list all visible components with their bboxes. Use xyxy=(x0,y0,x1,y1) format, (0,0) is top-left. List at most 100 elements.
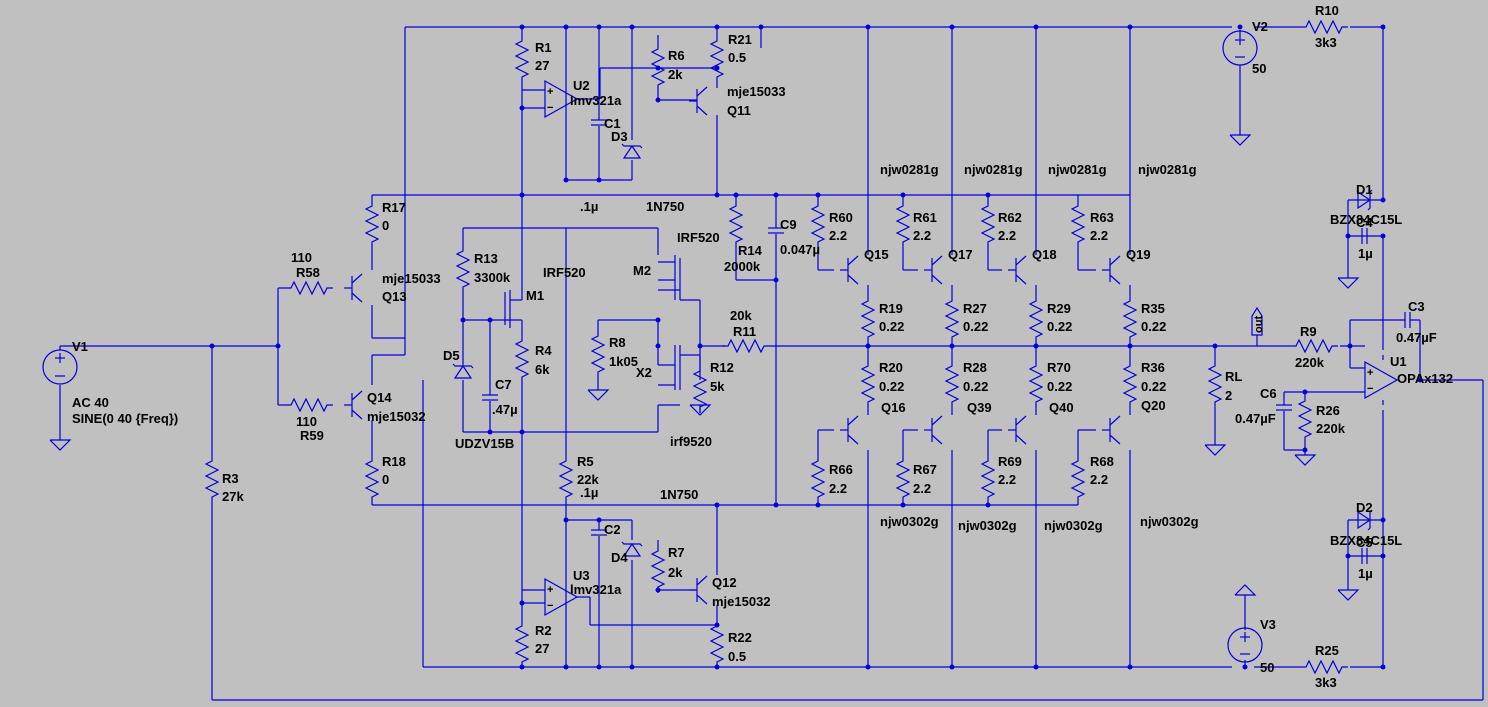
value-R66: 2.2 xyxy=(829,481,847,496)
part-Q12: mje15032 xyxy=(712,594,771,609)
value-R25: 3k3 xyxy=(1315,675,1337,690)
part-Q40: njw0302g xyxy=(1044,518,1103,533)
value-R62: 2.2 xyxy=(998,228,1016,243)
ground-symbol xyxy=(1229,134,1251,146)
label-Q17: Q17 xyxy=(948,247,973,262)
resistor-R63 xyxy=(1071,199,1085,249)
resistor-R4 xyxy=(515,334,529,384)
value-R18: 0 xyxy=(382,472,389,487)
part-D2: BZX84C15L xyxy=(1330,533,1402,548)
transistor-Q13 xyxy=(343,273,363,303)
part-U1: OPAx132 xyxy=(1397,371,1453,386)
value-C6: 0.47µF xyxy=(1235,411,1276,426)
value-R5: 22k xyxy=(577,472,599,487)
label-C6: C6 xyxy=(1260,386,1277,401)
value-R21: 0.5 xyxy=(728,50,746,65)
label-R5: R5 xyxy=(577,454,594,469)
label-R63: R63 xyxy=(1090,210,1114,225)
value-R59: 110 xyxy=(296,414,317,429)
label-R67: R67 xyxy=(913,462,937,477)
label-R59: R59 xyxy=(300,428,324,443)
label-R60: R60 xyxy=(829,210,853,225)
resistor-R35 xyxy=(1123,294,1137,344)
label-R22: R22 xyxy=(728,630,752,645)
transistor-Q20 xyxy=(1101,415,1121,445)
label-R14: R14 xyxy=(738,243,763,258)
resistor-R19 xyxy=(861,294,875,344)
label-R18: R18 xyxy=(382,454,406,469)
resistor-R11 xyxy=(721,339,771,353)
label-D5: D5 xyxy=(443,348,460,363)
resistor-R20 xyxy=(861,359,875,409)
capacitor-C3 xyxy=(1404,311,1411,329)
label-R10: R10 xyxy=(1315,3,1339,18)
value-R4: 6k xyxy=(535,362,550,377)
part-D3: 1N750 xyxy=(646,199,684,214)
value-R29: 0.22 xyxy=(1047,319,1072,334)
value-R63: 2.2 xyxy=(1090,228,1108,243)
part-M2: IRF520 xyxy=(677,230,720,245)
label-C3: C3 xyxy=(1408,299,1425,314)
label-Q11: Q11 xyxy=(727,103,751,118)
resistor-R14 xyxy=(729,199,743,249)
value-R13: 3300k xyxy=(474,270,511,285)
part-Q39: njw0302g xyxy=(958,518,1017,533)
resistor-R62 xyxy=(981,199,995,249)
label-R6: R6 xyxy=(668,48,685,63)
value-C3: 0.47µF xyxy=(1396,330,1437,345)
label-R69: R69 xyxy=(998,454,1022,469)
label-R1: R1 xyxy=(535,40,552,55)
resistor-R13 xyxy=(456,244,470,294)
transistor-Q18 xyxy=(1007,255,1027,285)
value-RL: 2 xyxy=(1225,388,1232,403)
value-R26: 220k xyxy=(1316,421,1346,436)
resistor-R66 xyxy=(811,454,825,504)
resistor-R2 xyxy=(515,619,529,669)
value-R17: 0 xyxy=(382,218,389,233)
zener-D3 xyxy=(621,143,643,159)
value-V3: 50 xyxy=(1260,660,1274,675)
value-R12: 5k xyxy=(710,379,725,394)
value-R3: 27k xyxy=(222,489,244,504)
capacitor-C6 xyxy=(1275,404,1293,411)
mosfet-M2 xyxy=(658,255,681,300)
value-C9: 0.047µ xyxy=(780,242,820,257)
value-C5: 1µ xyxy=(1358,566,1373,581)
mosfet-M1 xyxy=(504,290,522,328)
transistor-Q12 xyxy=(688,575,708,605)
label-R20: R20 xyxy=(879,360,903,375)
value-R20: 0.22 xyxy=(879,379,904,394)
value-R7: 2k xyxy=(668,565,683,580)
label-C1: C1 xyxy=(604,116,621,131)
label-V1: V1 xyxy=(72,339,88,354)
label-C4: C4 xyxy=(1356,215,1373,230)
value-C4: 1µ xyxy=(1358,246,1373,261)
label-D4: D4 xyxy=(611,550,628,565)
label-R17: R17 xyxy=(382,200,406,215)
value-C7: .47µ xyxy=(492,402,518,417)
resistor-R10 xyxy=(1299,20,1349,34)
ground-symbol xyxy=(1294,454,1316,466)
ground-symbol xyxy=(587,389,609,401)
label-R66: R66 xyxy=(829,462,853,477)
resistor-R70 xyxy=(1029,359,1043,409)
resistor-R28 xyxy=(945,359,959,409)
label-R8: R8 xyxy=(609,335,626,350)
label-D3: D3 xyxy=(611,129,628,144)
value-R2: 27 xyxy=(535,641,549,656)
label-C5: C5 xyxy=(1356,535,1373,550)
label-C7: C7 xyxy=(495,377,512,392)
label-R70: R70 xyxy=(1047,360,1071,375)
part-Q15: njw0281g xyxy=(880,162,939,177)
net-flag-out xyxy=(1251,306,1263,336)
resistor-R68 xyxy=(1071,454,1085,504)
label-R13: R13 xyxy=(474,251,498,266)
value-R61: 2.2 xyxy=(913,228,931,243)
value-R19: 0.22 xyxy=(879,319,904,334)
label-U1: U1 xyxy=(1390,354,1407,369)
value-R8: 1k05 xyxy=(609,354,638,369)
label-D1: D1 xyxy=(1356,182,1373,197)
part-Q20: njw0302g xyxy=(1140,514,1199,529)
label-Q15: Q15 xyxy=(864,247,889,262)
label-R7: R7 xyxy=(668,545,685,560)
